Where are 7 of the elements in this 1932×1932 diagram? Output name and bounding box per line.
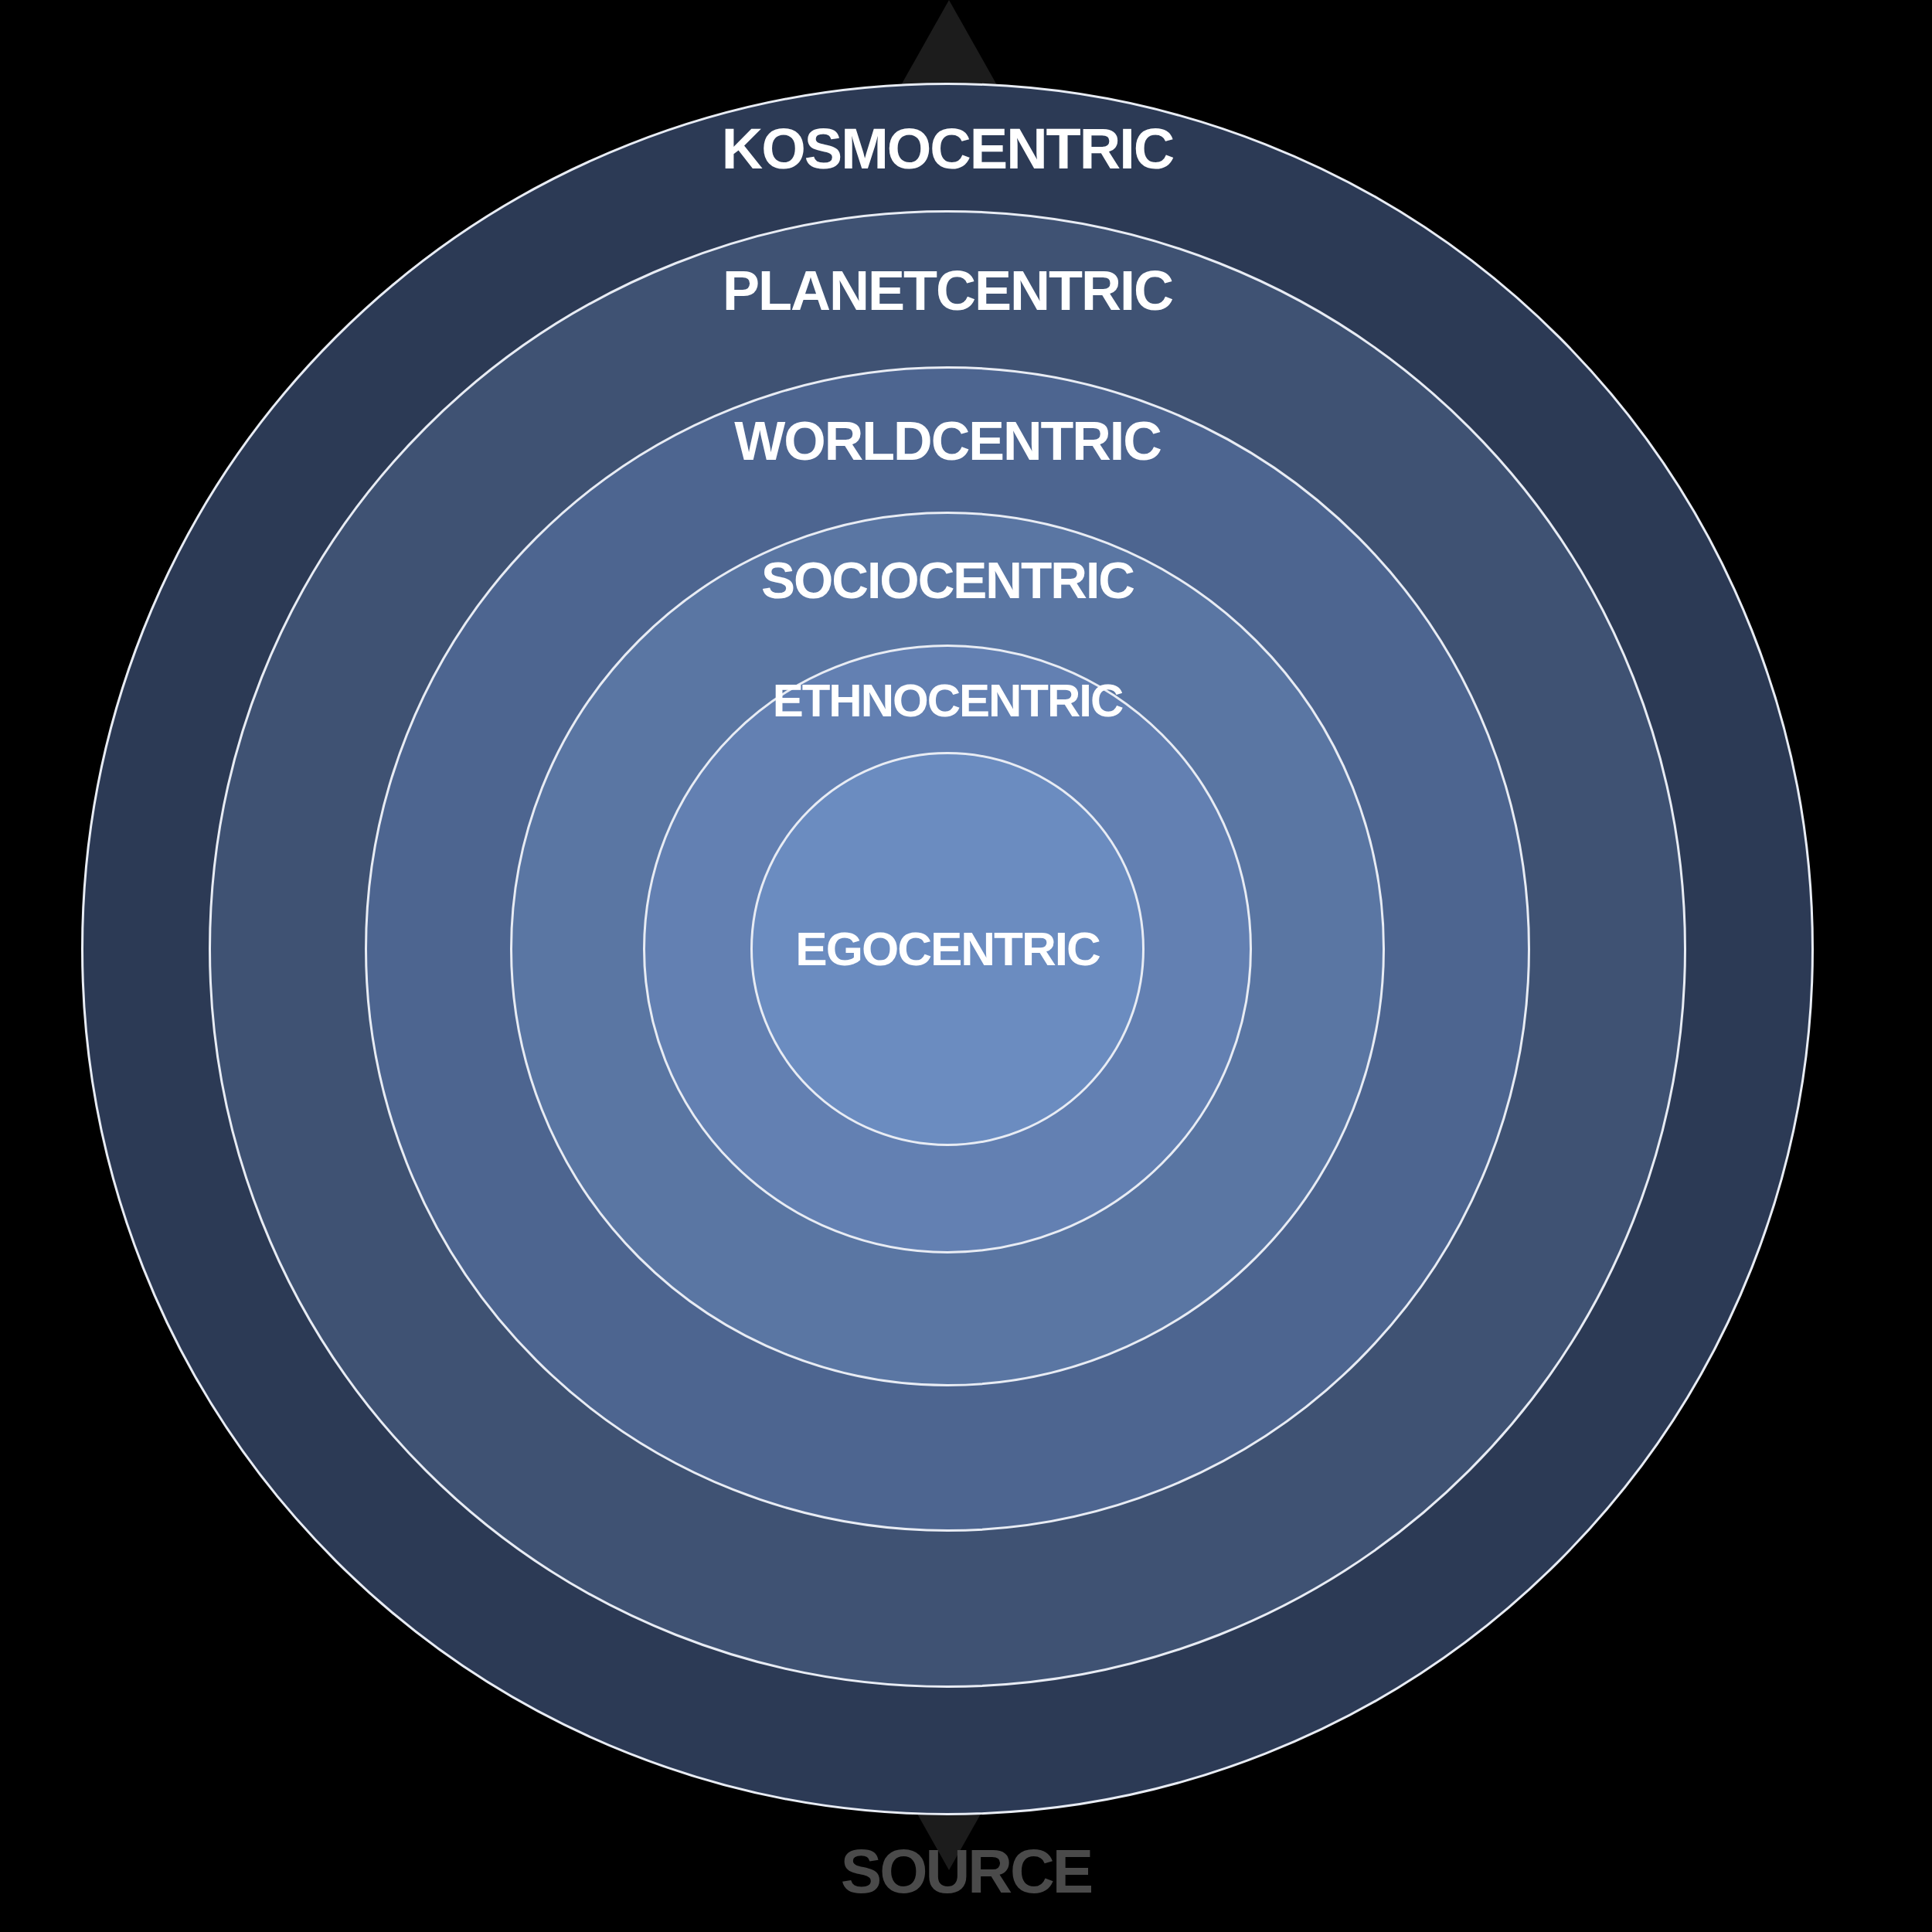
source-label: SOURCE [840,1841,1092,1903]
ring-label: ETHNOCENTRIC [772,677,1123,724]
ring-label: WORLDCENTRIC [734,414,1161,468]
ring-label: SOCIOCENTRIC [761,555,1134,606]
ring-label: EGOCENTRIC [795,925,1100,973]
ring-label: PLANETCENTRIC [723,263,1172,318]
ring-label: KOSMOCENTRIC [721,120,1174,178]
